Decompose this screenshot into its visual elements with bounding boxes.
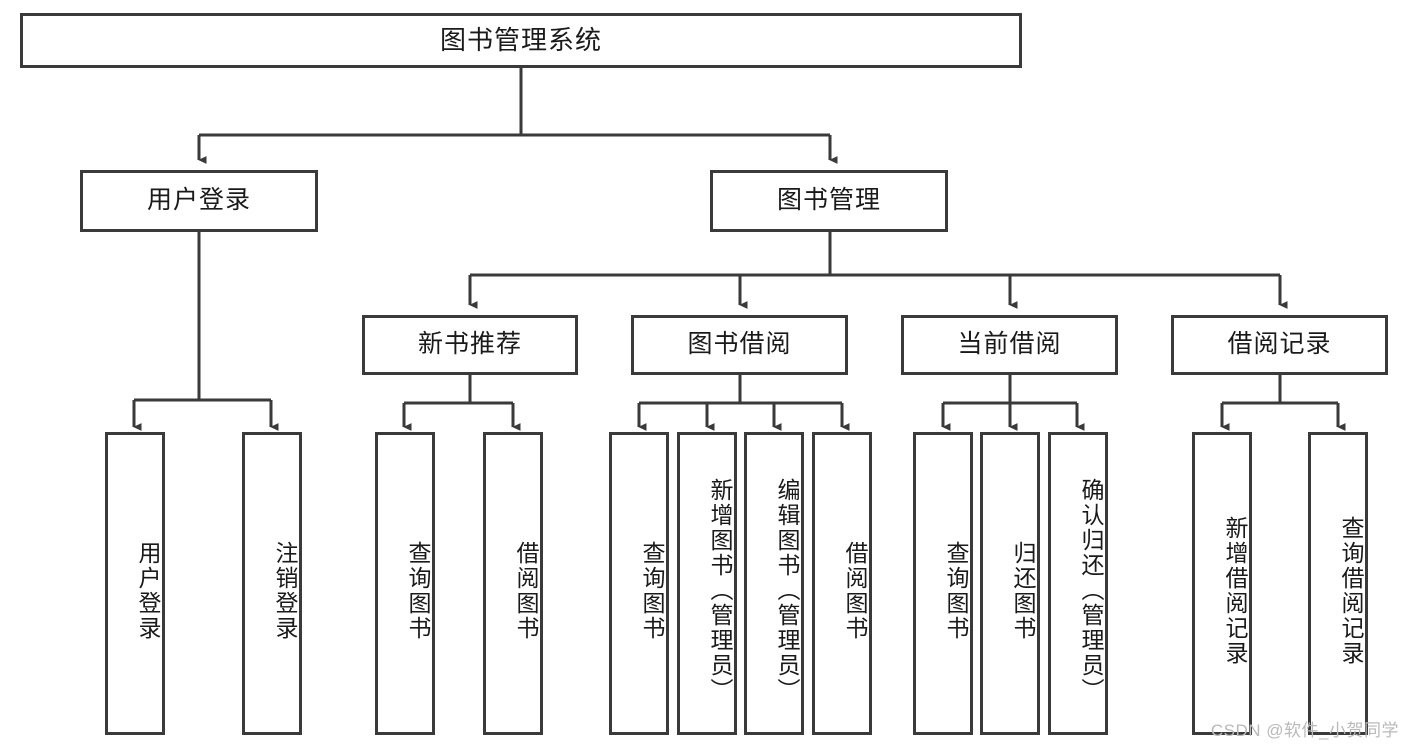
node-label: 图书借阅 [687, 330, 792, 359]
node-label: 确认归还（管理员） [1078, 478, 1104, 703]
node-label: 用户登录 [135, 540, 161, 641]
node-user-login[interactable]: 用户登录 [80, 170, 318, 232]
node-label: 编辑图书（管理员） [774, 478, 800, 703]
node-label: 当前借阅 [957, 330, 1062, 359]
node-label: 借阅图书 [513, 540, 539, 641]
node-book-borrow[interactable]: 图书借阅 [631, 315, 848, 375]
node-current-borrow[interactable]: 当前借阅 [901, 315, 1118, 375]
leaf-add-book-admin[interactable]: 新增图书（管理员） [677, 432, 737, 735]
node-label: 借阅记录 [1227, 330, 1332, 359]
node-label: 归还图书 [1010, 540, 1036, 641]
node-label: 查询图书 [405, 540, 431, 641]
node-new-book-recommend[interactable]: 新书推荐 [362, 315, 578, 375]
node-label: 注销登录 [272, 540, 298, 641]
node-label: 图书管理 [776, 186, 881, 215]
node-borrow-record[interactable]: 借阅记录 [1171, 315, 1388, 375]
node-label: 图书管理系统 [439, 25, 602, 56]
leaf-return-book[interactable]: 归还图书 [980, 432, 1040, 735]
leaf-edit-book-admin[interactable]: 编辑图书（管理员） [744, 432, 804, 735]
node-book-management[interactable]: 图书管理 [710, 170, 948, 232]
node-root-book-management-system[interactable]: 图书管理系统 [20, 13, 1022, 68]
node-label: 用户登录 [146, 186, 251, 215]
leaf-user-login[interactable]: 用户登录 [105, 432, 165, 735]
watermark-text: CSDN @软件_小贺同学 [1210, 721, 1399, 740]
leaf-confirm-return-admin[interactable]: 确认归还（管理员） [1048, 432, 1108, 735]
leaf-borrow-book[interactable]: 借阅图书 [812, 432, 872, 735]
node-label: 借阅图书 [842, 540, 868, 641]
leaf-query-borrow-record[interactable]: 查询借阅记录 [1308, 432, 1368, 735]
leaf-add-borrow-record[interactable]: 新增借阅记录 [1192, 432, 1252, 735]
leaf-borrow-book-recommend[interactable]: 借阅图书 [483, 432, 543, 735]
leaf-logout[interactable]: 注销登录 [242, 432, 302, 735]
node-label: 新增图书（管理员） [707, 478, 733, 703]
leaf-query-book-recommend[interactable]: 查询图书 [375, 432, 435, 735]
node-label: 新增借阅记录 [1222, 515, 1248, 666]
node-label: 查询图书 [943, 540, 969, 641]
leaf-query-book-current[interactable]: 查询图书 [913, 432, 973, 735]
leaf-query-book-borrow[interactable]: 查询图书 [609, 432, 669, 735]
node-label: 查询借阅记录 [1338, 515, 1364, 666]
node-label: 新书推荐 [417, 330, 522, 359]
node-label: 查询图书 [639, 540, 665, 641]
